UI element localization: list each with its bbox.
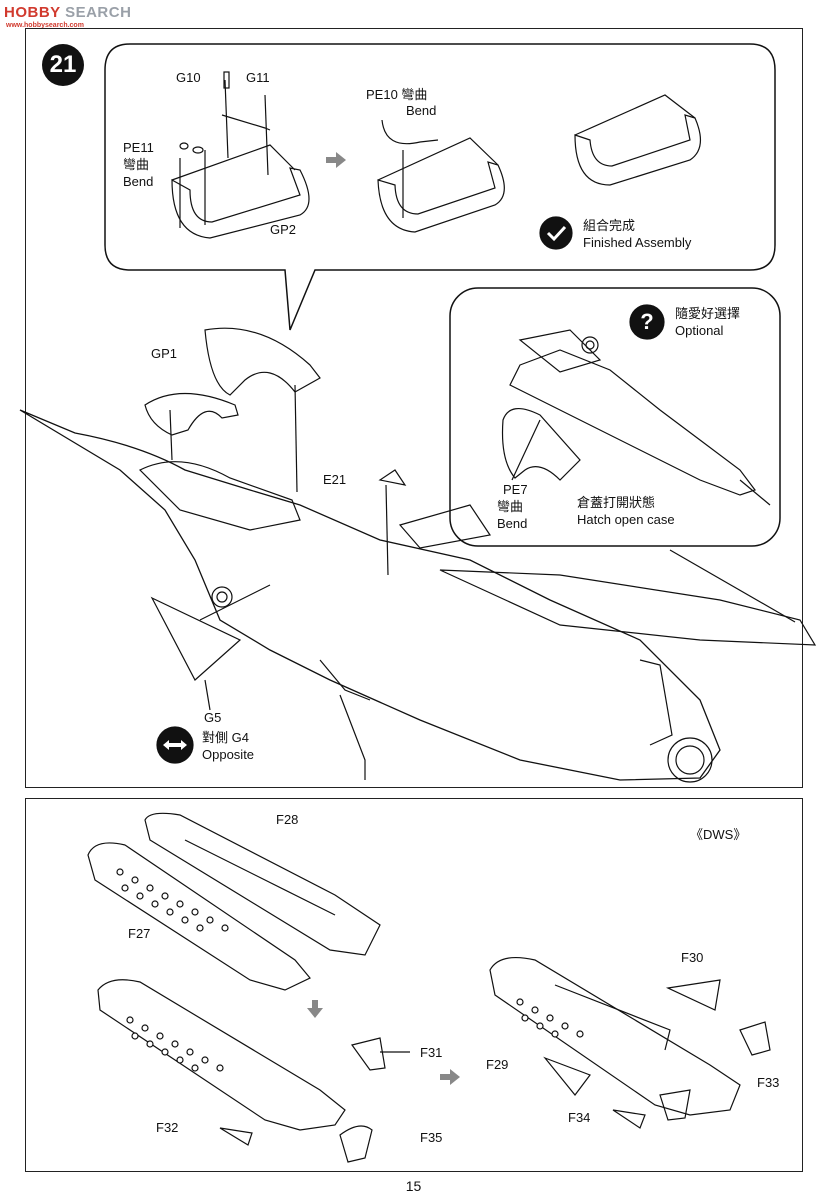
page-number: 15	[405, 1178, 422, 1194]
label-f30: F30	[681, 950, 704, 965]
optional-question-icon: ?	[640, 309, 654, 334]
watermark: HOBBY SEARCH	[4, 4, 131, 21]
label-pe11-bend-en: Bend	[123, 174, 154, 189]
label-g11: G11	[246, 70, 270, 85]
label-f33: F33	[757, 1075, 780, 1090]
label-gp2: GP2	[270, 222, 297, 237]
label-e21: E21	[323, 472, 347, 487]
watermark-brand-right: SEARCH	[65, 4, 132, 21]
optional-en: Optional	[675, 323, 724, 338]
label-g10: G10	[176, 70, 201, 85]
label-f27: F27	[128, 926, 151, 941]
hatch-open-en: Hatch open case	[577, 512, 675, 527]
label-pe10-bend-en: Bend	[406, 103, 437, 118]
step-number: 21	[42, 44, 84, 86]
label-f35: F35	[420, 1130, 443, 1145]
optional-zh: 隨愛好選擇	[675, 306, 741, 321]
label-f32: F32	[156, 1120, 179, 1135]
label-f28: F28	[276, 812, 299, 827]
watermark-site: www.hobbysearch.com	[6, 22, 84, 29]
opposite-zh: 對側 G4	[202, 730, 249, 745]
hatch-open-zh: 倉蓋打開狀態	[577, 495, 656, 510]
lower-frame	[25, 798, 803, 1172]
finished-assembly-en: Finished Assembly	[583, 235, 692, 250]
label-g5: G5	[204, 710, 222, 725]
label-pe7: PE7	[503, 482, 528, 497]
label-f31: F31	[420, 1045, 443, 1060]
watermark-brand-left: HOBBY	[4, 4, 61, 21]
label-f34: F34	[568, 1110, 591, 1125]
label-pe7-bend-zh: 彎曲	[497, 499, 524, 514]
label-f29: F29	[486, 1057, 509, 1072]
label-pe11-bend-zh: 彎曲	[123, 157, 150, 172]
opposite-en: Opposite	[202, 747, 255, 762]
finished-assembly-zh: 組合完成	[583, 218, 636, 233]
label-pe7-bend-en: Bend	[497, 516, 528, 531]
label-pe11: PE11	[123, 140, 154, 155]
dws-title: 《DWS》	[690, 827, 747, 842]
label-gp1: GP1	[151, 346, 178, 361]
upper-frame	[25, 28, 803, 788]
label-pe10: PE10 彎曲	[366, 87, 428, 102]
